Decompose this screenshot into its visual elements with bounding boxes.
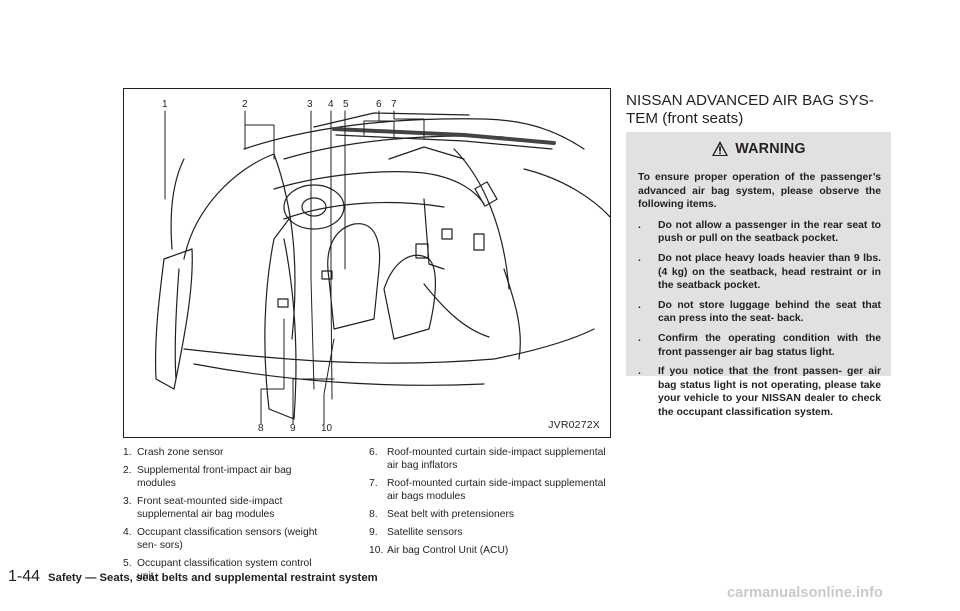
callout-7: 7 (391, 99, 397, 110)
watermark-text: carmanualsonline.info (727, 585, 883, 601)
callout-10: 10 (321, 423, 333, 434)
warning-bullet: .Do not store luggage behind the seat th… (638, 299, 881, 325)
warning-body: To ensure proper operation of the passen… (626, 165, 891, 418)
legend-item: 9.Satellite sensors (369, 527, 463, 538)
page-number: 1-44 (8, 568, 41, 585)
footer-section-title: Safety — Seats, seat belts and supplemen… (48, 572, 378, 584)
callout-1: 1 (162, 99, 168, 110)
legend-item: 6.Roof-mounted curtain side-impact suppl… (369, 447, 606, 471)
legend-item: 4.Occupant classification sensors (weigh… (123, 527, 318, 551)
airbag-diagram-figure: 1 2 3 4 5 6 7 8 9 10 JVR0272X (123, 88, 611, 438)
legend-column-left: 1.Crash zone sensor 2.Supplemental front… (123, 446, 325, 588)
legend-item: 10.Air bag Control Unit (ACU) (369, 545, 509, 556)
legend-item: 7.Roof-mounted curtain side-impact suppl… (369, 478, 606, 502)
callout-5: 5 (343, 99, 349, 110)
warning-bullet: .Do not allow a passenger in the rear se… (638, 219, 881, 245)
page-footer: 1-44 Safety — Seats, seat belts and suppl… (8, 568, 378, 586)
legend-column-right: 6.Roof-mounted curtain side-impact suppl… (369, 446, 611, 562)
callout-2: 2 (242, 99, 248, 110)
callout-3: 3 (307, 99, 313, 110)
section-title: NISSAN ADVANCED AIR BAG SYS- TEM (front … (626, 92, 874, 127)
vehicle-interior-illustration: 1 2 3 4 5 6 7 8 9 10 (154, 99, 610, 434)
warning-header: WARNING (626, 132, 891, 165)
warning-triangle-icon (712, 141, 729, 156)
warning-label: WARNING (735, 140, 806, 157)
legend-item: 5.Occupant classification system control… (123, 558, 312, 582)
warning-bullet: .If you notice that the front passen- ge… (638, 366, 881, 418)
callout-8: 8 (258, 423, 264, 434)
warning-bullet: .Do not place heavy loads heavier than 9… (638, 252, 881, 292)
legend-item: 2.Supplemental front-impact air bag modu… (123, 465, 292, 489)
legend-item: 8.Seat belt with pretensioners (369, 509, 515, 520)
callout-4: 4 (328, 99, 334, 110)
callout-6: 6 (376, 99, 382, 110)
warning-bullet: .Confirm the operating condition with th… (638, 332, 881, 358)
legend-item: 3.Front seat-mounted side-impact supplem… (123, 496, 283, 520)
warning-intro: To ensure proper operation of the passen… (638, 172, 881, 211)
callout-9: 9 (290, 423, 296, 434)
legend-item: 1.Crash zone sensor (123, 447, 224, 458)
figure-code: JVR0272X (548, 419, 600, 431)
